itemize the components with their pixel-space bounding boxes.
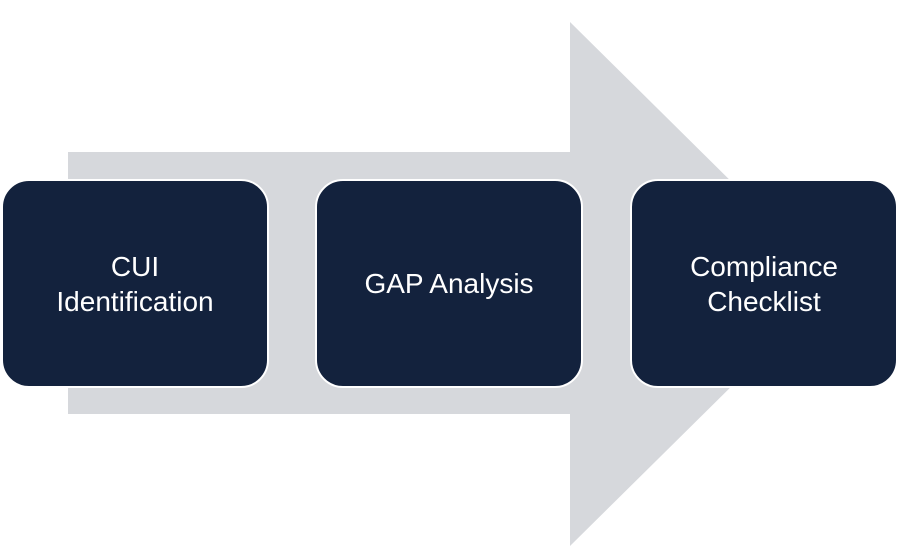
step-box-compliance-checklist: Compliance Checklist [630,179,898,388]
step-box-gap-analysis: GAP Analysis [315,179,583,388]
step-label-gap-analysis: GAP Analysis [364,268,534,299]
step-box-cui-identification: CUI Identification [1,179,269,388]
step-label-cui-identification: CUI Identification [56,250,214,317]
step-label-compliance-checklist: Compliance Checklist [690,250,838,317]
